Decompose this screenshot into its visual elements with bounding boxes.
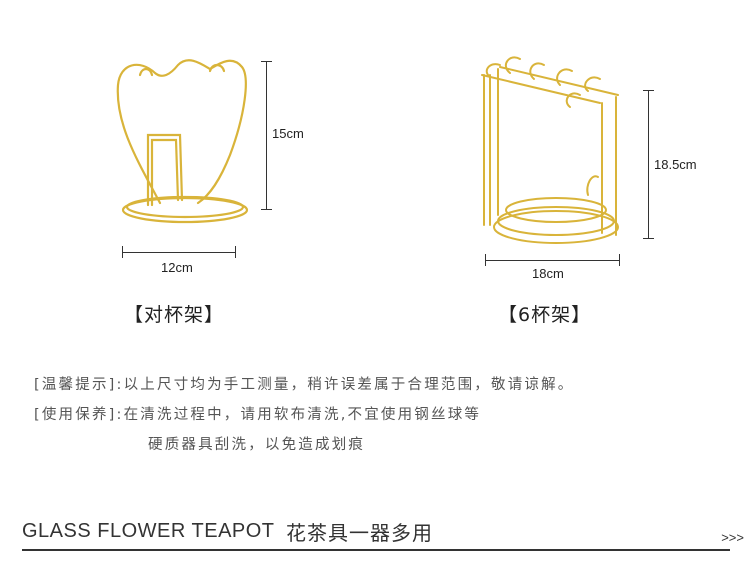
more-link[interactable]: >>>: [721, 530, 744, 545]
height-label: 18.5cm: [654, 157, 697, 172]
product-six-cup-rack: [470, 45, 640, 250]
height-dimension-cap-top: [261, 61, 272, 62]
tip-care-continued: 硬质器具刮洗，以免造成划痕: [148, 437, 366, 453]
height-dimension-cap-bottom: [643, 238, 654, 239]
height-label: 15cm: [272, 126, 304, 141]
height-dimension-line: [648, 90, 649, 239]
width-dimension-cap-right: [235, 246, 236, 258]
two-cup-rack-image: [116, 59, 249, 224]
six-cup-rack-image: [481, 56, 619, 244]
footer-divider: [22, 549, 730, 551]
width-dimension-line: [485, 260, 620, 261]
height-dimension-cap-top: [643, 90, 654, 91]
footer-title-cn: 花茶具一器多用: [286, 521, 433, 545]
product-two-cup-rack: [100, 45, 300, 235]
width-label: 12cm: [161, 260, 193, 275]
tip-reminder: [温馨提示]:以上尺寸均为手工测量，稍许误差属于合理范围，敬请谅解。: [34, 377, 575, 393]
width-dimension-line: [122, 252, 236, 253]
width-label: 18cm: [532, 266, 564, 281]
width-dimension-cap-left: [122, 246, 123, 258]
height-dimension-line: [266, 61, 267, 210]
product-caption: 【6杯架】: [498, 304, 592, 326]
height-dimension-cap-bottom: [261, 209, 272, 210]
width-dimension-cap-right: [619, 254, 620, 266]
product-caption: 【对杯架】: [124, 304, 225, 326]
tip-care: [使用保养]:在清洗过程中，请用软布清洗,不宜使用钢丝球等: [34, 407, 482, 423]
width-dimension-cap-left: [485, 254, 486, 266]
footer-title-en: GLASS FLOWER TEAPOT: [22, 520, 275, 542]
